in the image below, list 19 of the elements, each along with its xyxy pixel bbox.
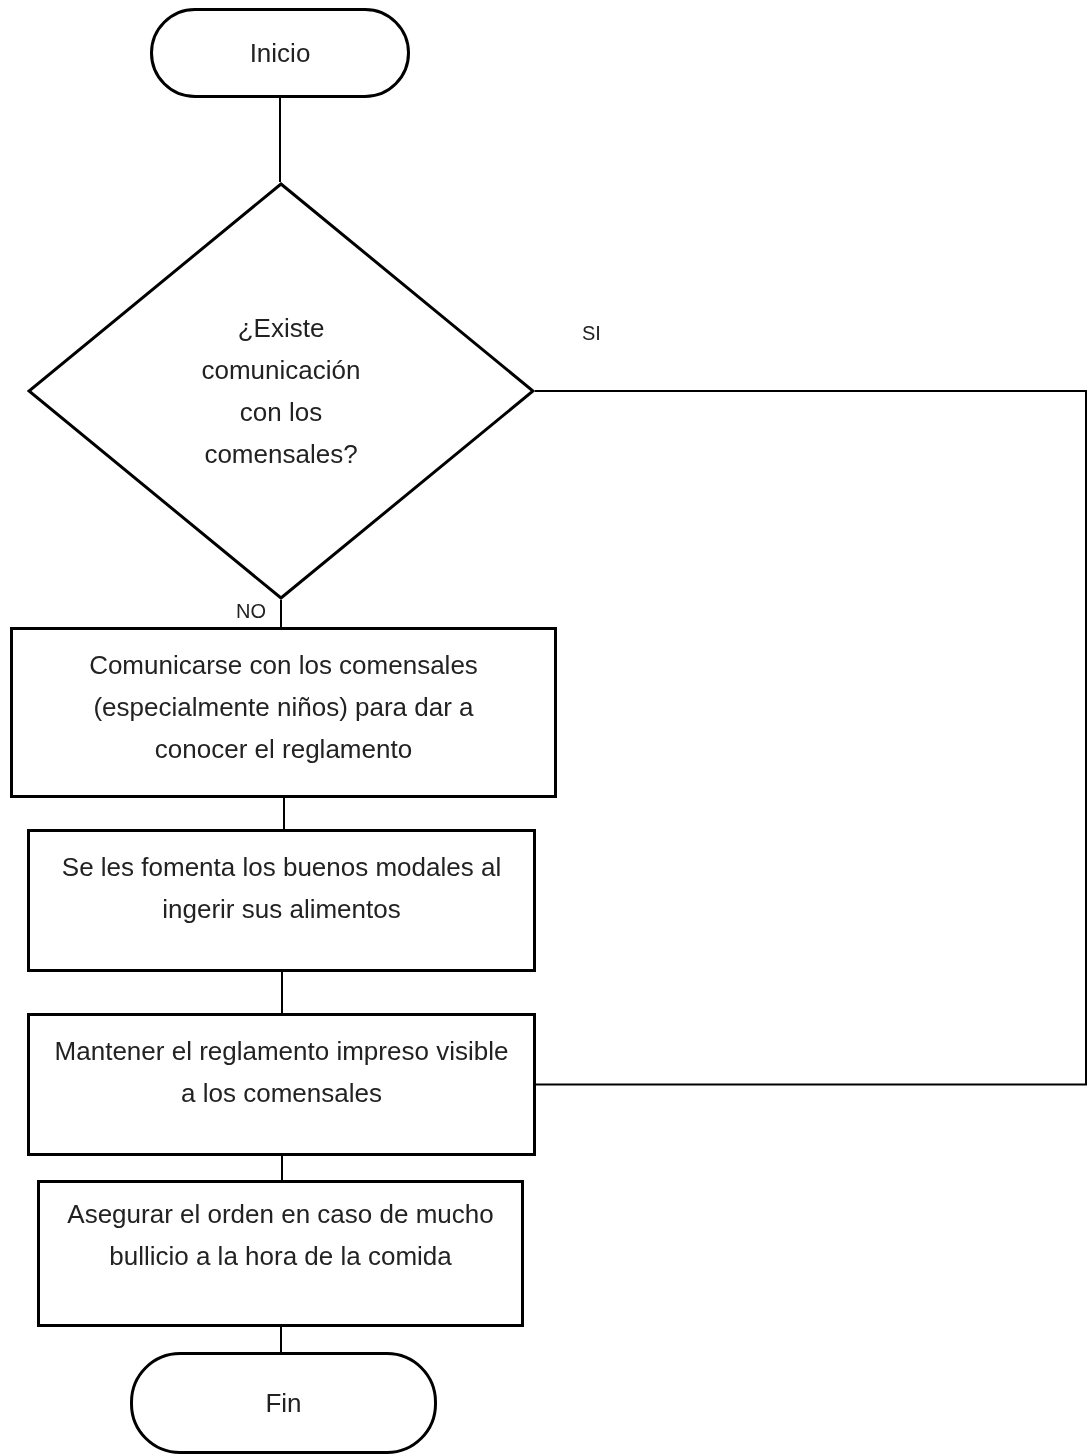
node-text: Inicio [248, 37, 312, 70]
node-text: Comunicarse con los comensales (especialmente niños) para dar a conocer el reglamento [88, 649, 479, 766]
connector-line [281, 971, 283, 1014]
process-box [27, 829, 536, 972]
connector-line [279, 97, 281, 183]
node-text: Fin [264, 1387, 303, 1420]
connector-line [280, 599, 282, 628]
node-text: Se les fomenta los buenos modales al ingerir sus alimentos [60, 851, 503, 926]
decision-diamond [27, 182, 535, 600]
node-text: ¿Existe comunicación con los comensales? [200, 312, 362, 471]
connector-line [283, 797, 285, 830]
process-box [10, 627, 557, 798]
process-box [37, 1180, 524, 1327]
node-text: Mantener el reglamento impreso visible a los comensales [53, 1035, 510, 1110]
node-text: Asegurar el orden en caso de mucho bullicio a la hora de la comida [66, 1198, 495, 1273]
connector-line [281, 1155, 283, 1181]
connector-line [534, 390, 1087, 1086]
connector-line [280, 1326, 282, 1353]
process-box [27, 1013, 536, 1156]
